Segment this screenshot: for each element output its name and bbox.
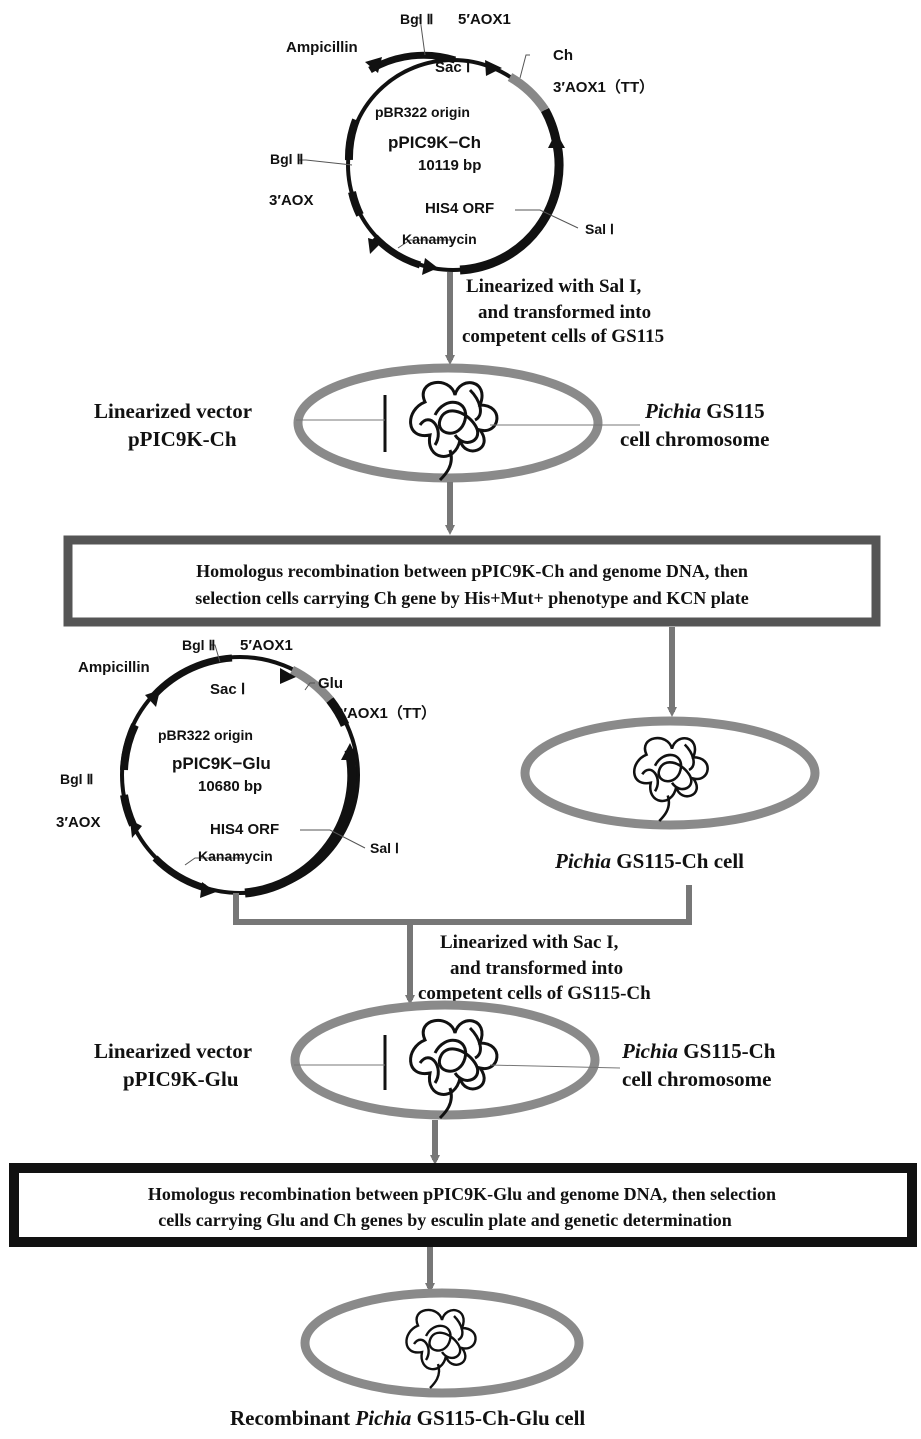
- p2-name: pPIC9K−Glu: [172, 754, 271, 773]
- p1-bgl-left: Bgl Ⅱ: [270, 151, 303, 167]
- p2-aox5: 5′AOX1: [240, 637, 293, 654]
- step2-line2: and transformed into: [450, 958, 623, 979]
- p1-size: 10119 bp: [418, 157, 481, 174]
- cell4-membrane: [300, 1288, 584, 1398]
- cell1-right-1: Pichia GS115: [644, 399, 765, 423]
- cell2-label-italic: Pichia: [554, 849, 611, 873]
- cell-recombinant: [300, 1288, 584, 1398]
- p2-aox3tt: 3′AOX1（TT）: [335, 704, 436, 722]
- p1-aox3: 3′AOX: [269, 192, 313, 209]
- aox3-arrowhead-2: [130, 820, 142, 838]
- p1-his4: HIS4 ORF: [425, 200, 494, 217]
- cell2-membrane: [520, 716, 820, 830]
- cell4-label-italic: Pichia: [354, 1406, 411, 1430]
- p2-sac: Sac Ⅰ: [210, 681, 245, 698]
- p2-gene: Glu: [318, 675, 343, 692]
- p2-his4: HIS4 ORF: [210, 821, 279, 838]
- aox5-arrowhead: [485, 60, 502, 76]
- step2-line3: competent cells of GS115-Ch: [418, 983, 651, 1004]
- cell4-label-rest: GS115-Ch-Glu cell: [411, 1406, 585, 1430]
- cell4-label-pre: Recombinant: [230, 1406, 355, 1430]
- box1-line1: Homologus recombination between pPIC9K-C…: [196, 561, 748, 581]
- ch-gene-segment: [507, 73, 549, 113]
- cell3-left-1: Linearized vector: [94, 1039, 252, 1063]
- cell1-right-1-italic: Pichia: [644, 399, 701, 423]
- plasmid-glu-ring: [120, 655, 360, 895]
- p2-bgl-top: Bgl Ⅱ: [182, 637, 215, 653]
- p2-origin: pBR322 origin: [158, 727, 253, 743]
- origin-segment-2: [120, 723, 139, 771]
- cell3-left-2: pPIC9K-Glu: [123, 1067, 239, 1091]
- cell2-label: Pichia GS115-Ch cell: [554, 849, 744, 873]
- origin-segment: [344, 118, 360, 161]
- kanamycin-segment-2: [152, 855, 207, 892]
- aox3-segment-2: [120, 794, 137, 827]
- p2-aox3: 3′AOX: [56, 814, 100, 831]
- cell-gs115-ch-transform: [290, 1000, 621, 1120]
- box1-line2: selection cells carrying Ch gene by His+…: [195, 588, 749, 608]
- kan-arrowhead-2: [200, 882, 216, 898]
- plasmid-ch-map: Bgl Ⅱ 5′AOX1 Ampicillin Sac Ⅰ Ch 3′AOX1（…: [269, 11, 654, 275]
- p1-ampicillin: Ampicillin: [286, 39, 358, 56]
- cell2-label-rest: GS115-Ch cell: [611, 849, 744, 873]
- p1-sac: Sac Ⅰ: [435, 59, 470, 76]
- his4-segment-2: [244, 749, 357, 898]
- aox1-3-segment-2: [326, 697, 350, 727]
- p1-bgl-top: Bgl Ⅱ: [400, 11, 433, 27]
- cell3-membrane: [290, 1000, 600, 1120]
- cell1-left-2: pPIC9K-Ch: [128, 427, 237, 451]
- p2-bgl-left: Bgl Ⅱ: [60, 771, 93, 787]
- cell-gs115-ch: [520, 716, 820, 830]
- his4-arrowhead-2: [341, 743, 358, 760]
- aox3-arrowhead: [368, 238, 382, 254]
- cell1-right-1-rest: GS115: [701, 399, 765, 423]
- amp-arrowhead-2: [145, 690, 160, 707]
- p1-kanamycin: Kanamycin: [402, 231, 477, 247]
- box2-line1: Homologus recombination between pPIC9K-G…: [148, 1184, 776, 1204]
- p2-sal: Sal Ⅰ: [370, 840, 399, 856]
- p2-kanamycin: Kanamycin: [198, 848, 273, 864]
- cell4-label: Recombinant Pichia GS115-Ch-Glu cell: [230, 1406, 585, 1430]
- his4-arrowhead: [548, 132, 565, 148]
- p1-origin: pBR322 origin: [375, 104, 470, 120]
- cell3-right-1-rest: GS115-Ch: [678, 1039, 776, 1063]
- box1: [63, 535, 881, 627]
- merge-connector: [233, 885, 692, 925]
- cell3-right-1-italic: Pichia: [621, 1039, 678, 1063]
- p1-name: pPIC9K−Ch: [388, 133, 481, 152]
- p1-aox3tt: 3′AOX1（TT）: [553, 78, 654, 96]
- aox3-segment: [348, 191, 364, 217]
- his4-segment: [459, 138, 564, 275]
- step1-line1: Linearized with Sal I,: [466, 276, 641, 297]
- plasmid-glu-map: Bgl Ⅱ 5′AOX1 Ampicillin Sac Ⅰ Glu 3′AOX1…: [56, 637, 436, 898]
- box2: [9, 1163, 917, 1247]
- cell1-membrane: [293, 363, 603, 483]
- p2-ampicillin: Ampicillin: [78, 659, 150, 676]
- box2-line2: cells carrying Glu and Ch genes by escul…: [158, 1210, 732, 1230]
- cell1-left-1: Linearized vector: [94, 399, 252, 423]
- cell3-right-2: cell chromosome: [622, 1067, 771, 1091]
- step2-line1: Linearized with Sac I,: [440, 932, 619, 953]
- cell1-right-2: cell chromosome: [620, 427, 769, 451]
- step1-line3: competent cells of GS115: [462, 326, 664, 347]
- step1-line2: and transformed into: [478, 302, 651, 323]
- p2-size: 10680 bp: [198, 778, 262, 795]
- p1-aox5: 5′AOX1: [458, 11, 511, 28]
- kanamycin-segment: [372, 234, 422, 269]
- kan-arrowhead: [422, 258, 438, 275]
- cell3-right-1: Pichia GS115-Ch: [621, 1039, 776, 1063]
- aox5-arrowhead-2: [280, 668, 296, 684]
- amp-arrowhead: [365, 57, 382, 73]
- cell-gs115: [293, 363, 640, 483]
- p1-gene: Ch: [553, 47, 573, 64]
- p1-sal: Sal Ⅰ: [585, 221, 614, 237]
